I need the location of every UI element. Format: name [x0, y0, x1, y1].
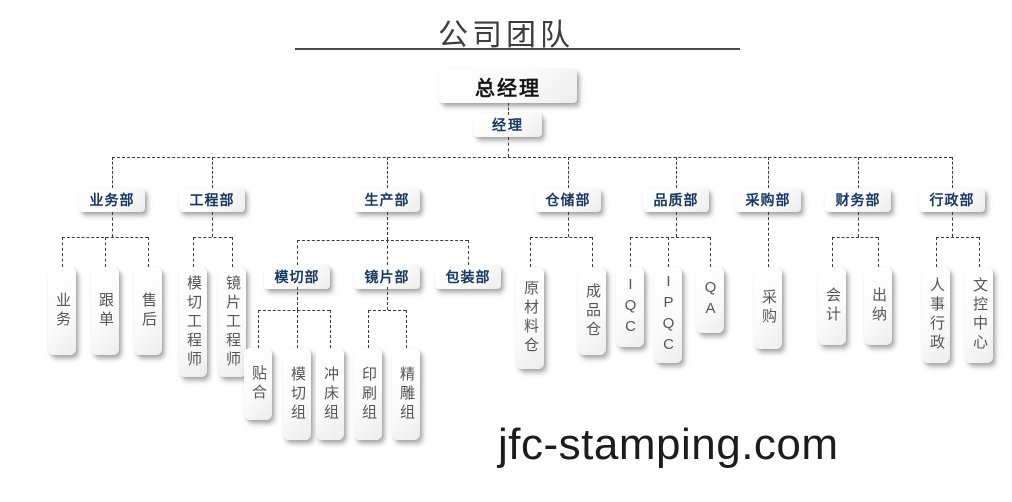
connector [508, 137, 509, 157]
connector [832, 237, 833, 267]
connector [979, 237, 980, 267]
connector [936, 237, 979, 238]
connector [297, 310, 298, 348]
connector [468, 240, 469, 265]
connector [368, 310, 406, 311]
leaf-hr-admin: 人事行政 [922, 267, 950, 363]
connector [592, 237, 593, 267]
connector [258, 310, 259, 348]
connector [952, 212, 953, 237]
leaf-qa: QA [696, 267, 724, 333]
connector [406, 310, 407, 348]
connector [630, 237, 710, 238]
dept-engineering: 工程部 [179, 188, 245, 212]
connector [568, 157, 569, 188]
connector [668, 237, 669, 267]
connector [858, 212, 859, 237]
leaf-punch-group: 冲床组 [316, 348, 344, 440]
connector [212, 212, 213, 237]
connector [368, 310, 369, 348]
leaf-finished-goods-warehouse: 成品仓 [578, 267, 606, 355]
connector [832, 237, 878, 238]
connector [112, 157, 113, 188]
subdept-lens: 镜片部 [354, 265, 420, 289]
connector [768, 157, 769, 188]
connector [297, 287, 298, 310]
connector [387, 287, 388, 310]
connector [387, 212, 388, 240]
connector [936, 237, 937, 267]
leaf-diecut-group: 模切组 [283, 348, 311, 440]
leaf-laminating: 贴合 [244, 348, 272, 420]
connector [212, 157, 213, 188]
dept-quality: 品质部 [643, 188, 709, 212]
leaf-accounting: 会计 [818, 267, 846, 345]
connector [232, 237, 233, 267]
site-watermark: jfc-stamping.com [498, 420, 839, 469]
title-underline [295, 48, 740, 50]
connector [112, 212, 113, 237]
connector [676, 157, 677, 188]
leaf-sales: 业务 [48, 267, 76, 355]
connector [768, 212, 769, 267]
connector [193, 237, 194, 267]
connector [387, 157, 388, 188]
connector [112, 157, 952, 158]
connector [258, 310, 330, 311]
leaf-order-follow: 跟单 [91, 267, 119, 355]
connector [530, 237, 592, 238]
leaf-raw-material-warehouse: 原材料仓 [516, 267, 544, 369]
dept-production: 生产部 [354, 188, 420, 212]
connector [148, 237, 149, 267]
connector [952, 157, 953, 188]
subdept-packaging: 包装部 [435, 265, 501, 289]
connector [297, 240, 298, 265]
leaf-iqc: IQC [616, 267, 644, 347]
dept-finance: 财务部 [825, 188, 891, 212]
leaf-printing-group: 印刷组 [354, 348, 382, 440]
connector [676, 212, 677, 237]
dept-purchasing: 采购部 [735, 188, 801, 212]
leaf-engraving-group: 精雕组 [392, 348, 420, 440]
leaf-after-sales: 售后 [134, 267, 162, 355]
leaf-diecut-engineer: 模切工程师 [179, 267, 207, 377]
leaf-purchasing: 采购 [754, 267, 782, 349]
connector [568, 212, 569, 237]
page-title: 公司团队 [438, 19, 574, 52]
connector [330, 310, 331, 348]
dept-warehouse: 仓储部 [535, 188, 601, 212]
connector [387, 240, 388, 265]
connector [508, 103, 509, 115]
connector [710, 237, 711, 267]
connector [878, 237, 879, 267]
connector [62, 237, 63, 267]
leaf-ipqc: IPQC [654, 267, 682, 363]
leaf-doc-control: 文控中心 [965, 267, 993, 363]
dept-business: 业务部 [79, 188, 145, 212]
connector [858, 157, 859, 188]
connector [105, 237, 106, 267]
connector [630, 237, 631, 267]
leaf-lens-engineer: 镜片工程师 [218, 267, 246, 377]
connector [297, 240, 468, 241]
subdept-die-cutting: 模切部 [264, 265, 330, 289]
connector [193, 237, 232, 238]
leaf-cashier: 出纳 [864, 267, 892, 345]
connector [530, 237, 531, 267]
node-general-manager: 总经理 [439, 69, 577, 103]
node-manager: 经理 [474, 113, 542, 137]
dept-admin: 行政部 [919, 188, 985, 212]
